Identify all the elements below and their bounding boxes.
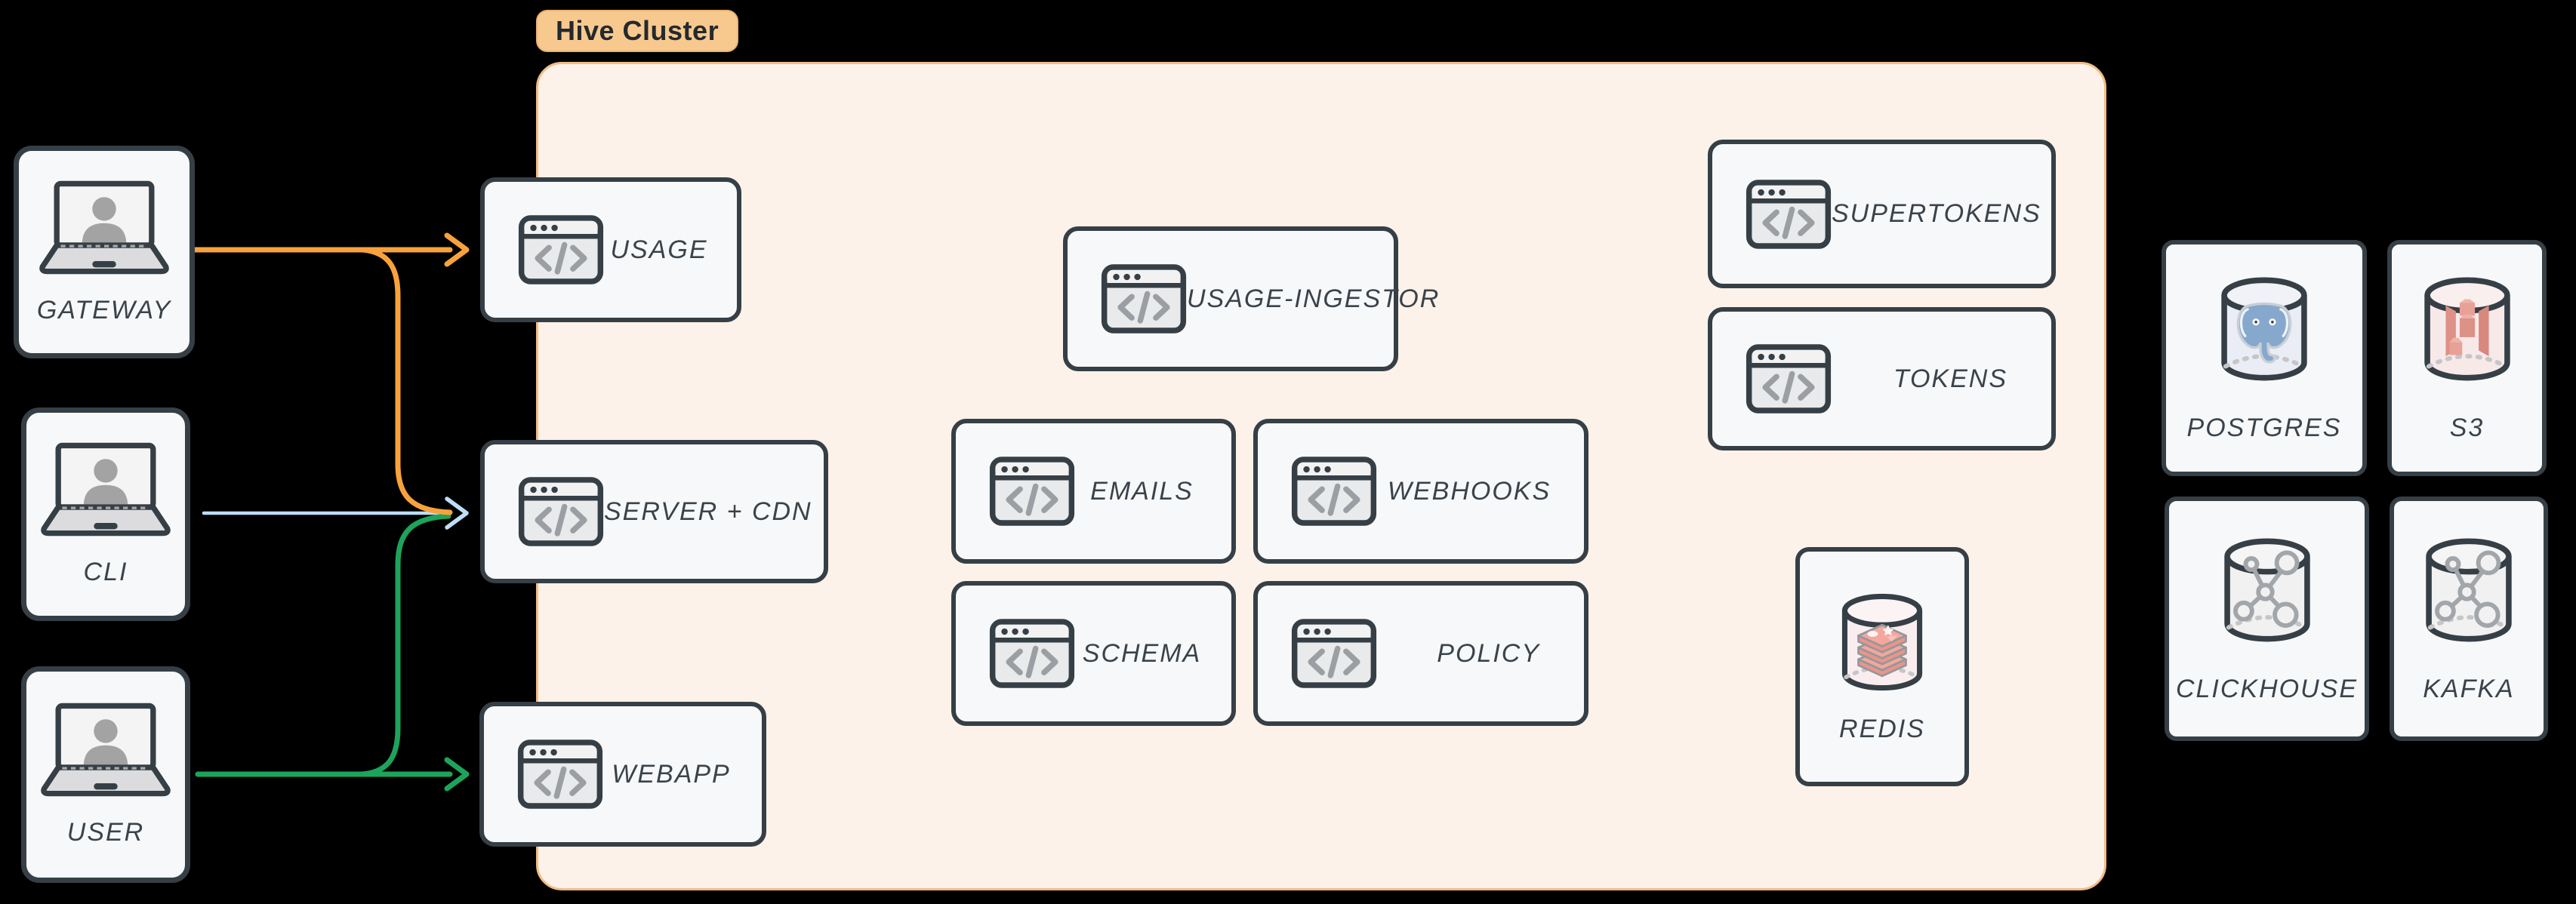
datastore-s3: S3 bbox=[2387, 240, 2547, 476]
service-schema: SCHEMA bbox=[951, 581, 1236, 726]
code-window-icon bbox=[989, 618, 1075, 689]
laptop-user-icon bbox=[39, 702, 173, 797]
service-tokens: TOKENS bbox=[1708, 307, 2056, 450]
postgres-database-icon bbox=[2217, 273, 2312, 385]
laptop-user-icon bbox=[37, 180, 171, 275]
service-label: WEBHOOKS bbox=[1387, 476, 1551, 506]
hive-cluster-badge-label: Hive Cluster bbox=[556, 15, 719, 46]
datastore-clickhouse: CLICKHOUSE bbox=[2165, 497, 2369, 741]
service-label: EMAILS bbox=[1090, 476, 1194, 506]
client-label: USER bbox=[66, 818, 145, 847]
clickhouse-database-icon bbox=[2220, 534, 2315, 646]
code-window-icon bbox=[1291, 456, 1377, 527]
service-label: POLICY bbox=[1437, 638, 1540, 668]
service-label: WEBAPP bbox=[612, 759, 731, 789]
code-window-icon bbox=[1746, 343, 1832, 414]
datastore-label: POSTGRES bbox=[2186, 414, 2342, 442]
edge-gateway-servercdn bbox=[359, 247, 453, 515]
client-label: CLI bbox=[83, 558, 128, 586]
datastore-postgres: POSTGRES bbox=[2162, 240, 2367, 476]
service-label: TOKENS bbox=[1893, 364, 2007, 393]
service-supertokens: SUPERTOKENS bbox=[1708, 140, 2056, 288]
arrowhead-usage bbox=[444, 232, 470, 267]
service-label: USAGE-INGESTOR bbox=[1187, 284, 1441, 313]
service-webhooks: WEBHOOKS bbox=[1253, 419, 1588, 564]
code-window-icon bbox=[518, 476, 604, 547]
service-label: SCHEMA bbox=[1082, 638, 1202, 668]
redis-database-icon bbox=[1838, 589, 1927, 695]
service-redis: REDIS bbox=[1795, 547, 1969, 786]
service-policy: POLICY bbox=[1253, 581, 1588, 726]
service-usage-ingestor: USAGE-INGESTOR bbox=[1063, 226, 1438, 371]
client-user: USER bbox=[21, 666, 190, 883]
code-window-icon bbox=[518, 214, 604, 285]
service-usage: USAGE bbox=[480, 177, 741, 322]
service-label: SERVER + CDN bbox=[604, 497, 812, 526]
datastore-label: S3 bbox=[2449, 414, 2485, 442]
client-label: GATEWAY bbox=[36, 295, 172, 324]
datastore-label: CLICKHOUSE bbox=[2175, 674, 2359, 703]
kafka-broker-icon bbox=[2421, 534, 2516, 646]
code-window-icon bbox=[1101, 263, 1187, 334]
arrowhead-webapp bbox=[444, 757, 470, 792]
code-window-icon bbox=[517, 739, 603, 810]
datastore-label: KAFKA bbox=[2423, 674, 2515, 703]
service-emails: EMAILS bbox=[951, 419, 1236, 564]
code-window-icon bbox=[989, 456, 1075, 527]
laptop-user-icon bbox=[39, 441, 173, 537]
service-webapp: WEBAPP bbox=[479, 702, 766, 847]
service-label: SUPERTOKENS bbox=[1832, 199, 2041, 228]
service-label: USAGE bbox=[610, 235, 708, 264]
client-cli: CLI bbox=[21, 407, 190, 621]
client-gateway: GATEWAY bbox=[14, 146, 195, 358]
code-window-icon bbox=[1746, 179, 1832, 250]
datastore-kafka: KAFKA bbox=[2390, 497, 2548, 741]
service-label: REDIS bbox=[1839, 715, 1925, 743]
s3-bucket-icon bbox=[2420, 273, 2515, 385]
code-window-icon bbox=[1291, 618, 1377, 689]
edge-user-servercdn bbox=[359, 513, 451, 777]
hive-cluster-badge: Hive Cluster bbox=[536, 10, 739, 52]
arrowhead-servercdn bbox=[445, 497, 469, 530]
service-server-cdn: SERVER + CDN bbox=[480, 440, 828, 583]
